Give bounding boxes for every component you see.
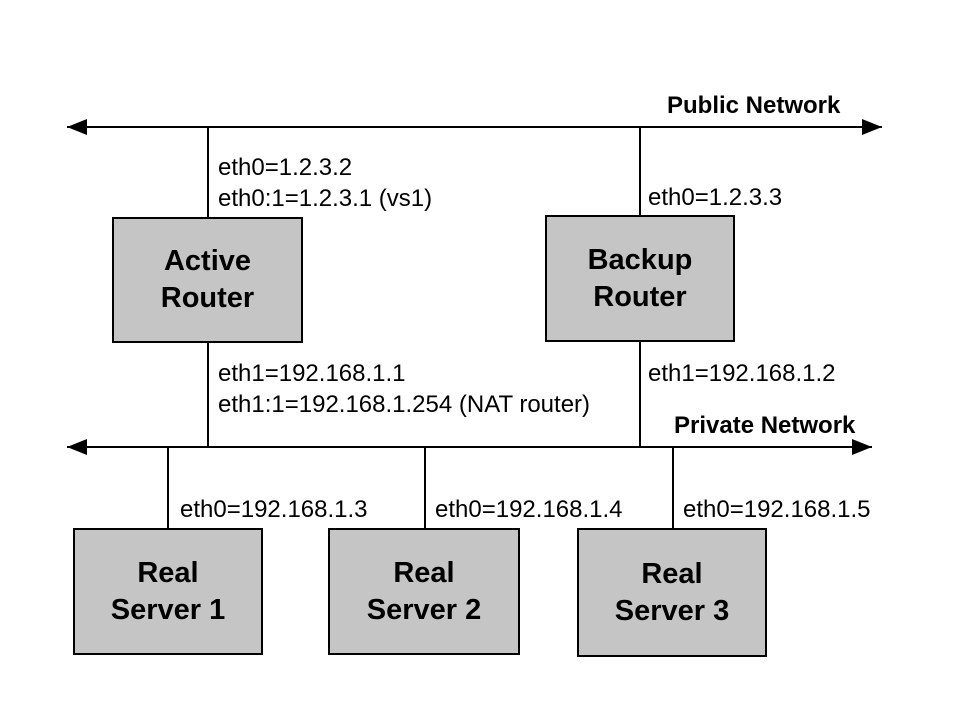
server3-eth0-label: eth0=192.168.1.5 xyxy=(683,496,871,523)
active-router-node: Active Router xyxy=(112,217,303,343)
arrow-right-icon xyxy=(862,119,882,135)
real-server1-node: Real Server 1 xyxy=(73,528,263,655)
real-server2-name-line1: Real xyxy=(393,556,455,589)
backup-router-eth1-label: eth1=192.168.1.2 xyxy=(648,360,836,387)
link-active-router-private xyxy=(207,343,209,447)
private-network-label: Private Network xyxy=(674,412,856,439)
active-router-eth1-alias-label: eth1:1=192.168.1.254 (NAT router) xyxy=(218,391,591,418)
arrow-left-icon xyxy=(67,119,87,135)
active-router-public-ip-labels: eth0=1.2.3.2 eth0:1=1.2.3.1 (vs1) xyxy=(218,152,432,214)
server2-eth0-label: eth0=192.168.1.4 xyxy=(435,496,623,523)
real-server3-name-line2: Server 3 xyxy=(614,594,730,627)
public-network-line xyxy=(67,126,882,128)
active-router-eth1-label: eth1=192.168.1.1 xyxy=(218,360,406,387)
active-router-name-line1: Active xyxy=(163,245,252,277)
link-private-server1 xyxy=(167,447,169,528)
real-server1-name-line2: Server 1 xyxy=(110,593,226,626)
real-server2-node: Real Server 2 xyxy=(328,528,520,655)
backup-router-eth0-label: eth0=1.2.3.3 xyxy=(648,184,783,211)
backup-router-node: Backup Router xyxy=(545,215,735,342)
public-network-label: Public Network xyxy=(667,92,841,119)
real-server1-name-line1: Real xyxy=(137,556,199,589)
link-public-backup-router xyxy=(639,127,641,215)
link-public-active-router xyxy=(207,127,209,217)
real-server3-name-line1: Real xyxy=(641,557,703,590)
link-private-server3 xyxy=(672,447,674,528)
real-server2-name-line2: Server 2 xyxy=(366,593,482,626)
link-backup-router-private xyxy=(639,342,641,447)
link-private-server2 xyxy=(424,447,426,528)
active-router-eth0-label: eth0=1.2.3.2 xyxy=(218,154,353,181)
active-router-name-line2: Router xyxy=(160,282,255,314)
active-router-private-ip-labels: eth1=192.168.1.1 eth1:1=192.168.1.254 (N… xyxy=(218,358,590,420)
arrow-right-icon xyxy=(852,439,872,455)
private-network-line xyxy=(67,446,872,448)
backup-router-name-line2: Router xyxy=(593,280,687,313)
backup-router-name-line1: Backup xyxy=(587,243,693,276)
server1-eth0-label: eth0=192.168.1.3 xyxy=(180,496,368,523)
arrow-left-icon xyxy=(67,439,87,455)
active-router-eth0-alias-label: eth0:1=1.2.3.1 (vs1) xyxy=(218,185,433,212)
real-server3-node: Real Server 3 xyxy=(577,528,767,657)
